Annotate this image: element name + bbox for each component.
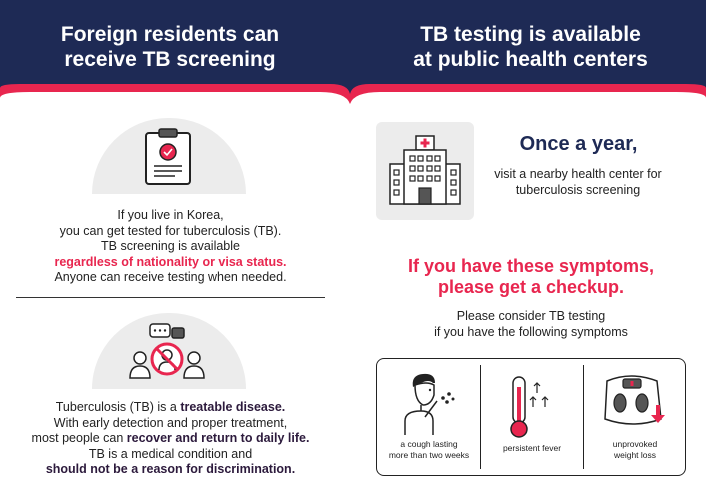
consider-testing-text: Please consider TB testing if you have t…	[376, 309, 686, 340]
symptoms-box: a cough lasting more than two weeks pers…	[376, 358, 686, 476]
section-divider	[16, 297, 325, 298]
thermometer-icon	[510, 376, 549, 438]
right-heading: TB testing is available at public health…	[413, 23, 648, 71]
recover-highlight: recover and return to daily life.	[126, 431, 310, 445]
eligibility-line-5: Anyone can receive testing when needed.	[54, 270, 287, 284]
visit-health-center-text: visit a nearby health center for tubercu…	[494, 167, 662, 197]
coughing-person-icon	[404, 373, 455, 435]
consider-line-1: Please consider TB testing	[456, 309, 606, 323]
discrimination-highlight: should not be a reason for discriminatio…	[45, 462, 296, 476]
symptom-separator	[583, 365, 584, 469]
symptoms-heading: If you have these symptoms, please get a…	[376, 256, 686, 298]
header-wave	[0, 84, 706, 120]
cough-label-line-1: a cough lasting	[400, 439, 458, 449]
treatable-line-1-text: Tuberculosis (TB) is a	[55, 400, 181, 414]
eligibility-highlight: regardless of nationality or visa status…	[54, 254, 287, 269]
weight-label-line-1: unprovoked	[612, 439, 658, 449]
consider-line-2: if you have the following symptoms	[434, 324, 628, 339]
no-discrimination-icon	[129, 323, 205, 379]
left-heading: Foreign residents can receive TB screeni…	[60, 23, 280, 71]
cough-label-line-2: more than two weeks	[388, 450, 470, 460]
symptom-fever-label: persistent fever	[484, 443, 580, 454]
symptoms-heading-line-2: please get a checkup.	[437, 277, 625, 297]
treatable-disease-text: Tuberculosis (TB) is a treatable disease…	[10, 400, 331, 478]
clipboard-icon	[145, 128, 191, 185]
symptom-separator	[480, 365, 481, 469]
once-a-year-heading: Once a year,	[519, 133, 638, 155]
symptom-cough-label: a cough lasting more than two weeks	[381, 439, 477, 461]
treatable-line-3: most people can recover and return to da…	[10, 431, 331, 447]
treatable-line-3-text: most people can	[31, 431, 127, 445]
korea-eligibility-text: If you live in Korea, you can get tested…	[16, 208, 325, 286]
hospital-icon	[389, 135, 461, 205]
eligibility-line-1: If you live in Korea,	[117, 208, 224, 222]
eligibility-line-2: you can get tested for tuberculosis (TB)…	[59, 223, 282, 238]
treatable-line-2: With early detection and proper treatmen…	[53, 415, 288, 430]
treatable-line-1: Tuberculosis (TB) is a treatable disease…	[10, 400, 331, 416]
eligibility-line-3: TB screening is available	[101, 239, 240, 253]
weight-label-line-2: weight loss	[613, 450, 657, 460]
fever-label-line-1: persistent fever	[502, 443, 562, 453]
treatable-highlight: treatable disease.	[180, 400, 286, 414]
symptom-weight-label: unprovoked weight loss	[587, 439, 683, 461]
header-band	[0, 0, 706, 100]
treatable-line-4: TB is a medical condition and	[88, 446, 253, 461]
symptoms-heading-line-1: If you have these symptoms,	[407, 256, 655, 276]
weight-scale-icon	[604, 375, 665, 425]
